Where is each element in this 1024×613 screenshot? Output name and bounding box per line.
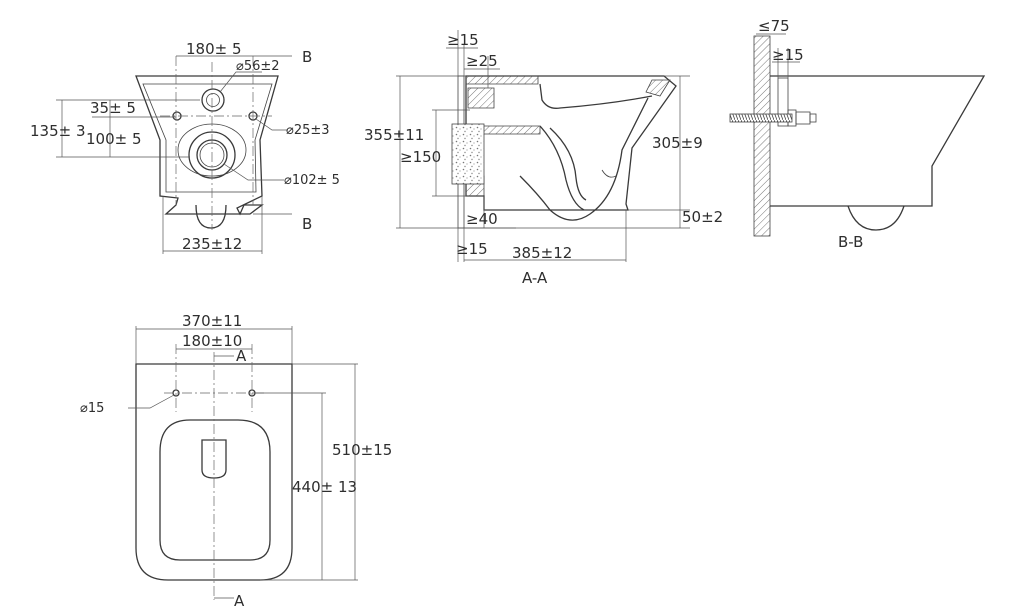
aa-grout-block [451, 123, 485, 185]
section-a-top-label: A [236, 347, 247, 365]
dim-102-label: ⌀102± 5 [284, 173, 340, 188]
front-inner-outline [142, 83, 273, 193]
dim-15-top-label: ≥15 [447, 31, 479, 49]
section-b-bottom-label: B [302, 215, 312, 233]
section-b-top-label: B [302, 48, 312, 66]
dim-75-label: ≤75 [758, 17, 790, 35]
section-bb-view: ≤75 ≥15 B-B [729, 17, 986, 251]
dim-100-label: 100± 5 [86, 130, 142, 148]
bb-body-outline [770, 75, 986, 207]
aa-trap-detail [601, 169, 617, 178]
dim-hole15-label: ⌀15 [80, 401, 104, 416]
dim-50-label: 50±2 [682, 208, 723, 226]
inlet-circle [201, 88, 225, 112]
dim-180b-label: 180±10 [182, 332, 242, 350]
aa-rim-top-hatch [465, 75, 539, 85]
front-foot-lobe [195, 204, 227, 229]
aa-rim-front-hatch [645, 79, 671, 97]
aa-bowl-back-outer [539, 125, 585, 211]
dim-440-label: 440± 13 [292, 478, 357, 496]
section-aa-view: 355±11 ≥150 305±9 50±2 ≥15 ≥25 ≥40 ≥15 3… [364, 30, 723, 287]
dim-25-leader [255, 118, 288, 131]
bb-nut [795, 111, 811, 125]
dim-56-leader [219, 71, 262, 93]
aa-bowl-front [519, 97, 649, 221]
dim-510-label: 510±15 [332, 441, 392, 459]
top-seat-outline [159, 419, 271, 561]
bb-fixing-block [777, 77, 789, 127]
dim-150-label: ≥150 [400, 148, 441, 166]
section-aa-title: A-A [522, 269, 548, 287]
dim-15-bottom-label: ≥15 [456, 240, 488, 258]
section-bb-title: B-B [838, 233, 863, 251]
aa-inlet-hatch [467, 87, 495, 109]
top-view: 370±11 180±10 A A ⌀15 510±15 440± 13 [80, 312, 392, 610]
dim-135-label: 135± 3 [30, 122, 86, 140]
dim-385-label: 385±12 [512, 244, 572, 262]
front-view: B B 180± 5 ⌀56±2 135± 3 35± 5 100± 5 ⌀25… [30, 40, 340, 254]
dim-370-label: 370±11 [182, 312, 242, 330]
aa-bowl-back-inner [549, 127, 587, 201]
dim-102-leader [223, 163, 284, 181]
dim-bb15-label: ≥15 [772, 46, 804, 64]
dim-35-label: 35± 5 [90, 99, 136, 117]
dim-56-label: ⌀56±2 [236, 59, 280, 74]
bb-foot [847, 205, 905, 231]
dim-25-aa-label: ≥25 [466, 52, 498, 70]
bb-cap [809, 113, 817, 123]
bb-wall-hatch [753, 35, 771, 237]
section-a-bottom-label: A [234, 592, 245, 610]
aa-body-outline [465, 75, 677, 211]
dim-180-label: 180± 5 [186, 40, 242, 58]
dim-235-label: 235±12 [182, 235, 242, 253]
dim-305-label: 305±9 [652, 134, 703, 152]
bb-bolt-thread [729, 113, 793, 123]
dim-hole15-leader [128, 394, 175, 409]
dim-40-label: ≥40 [466, 210, 498, 228]
dim-25-label: ⌀25±3 [286, 123, 330, 138]
inlet-inner-circle [206, 93, 220, 107]
aa-rim-inner [539, 83, 653, 109]
dim-355-label: 355±11 [364, 126, 424, 144]
